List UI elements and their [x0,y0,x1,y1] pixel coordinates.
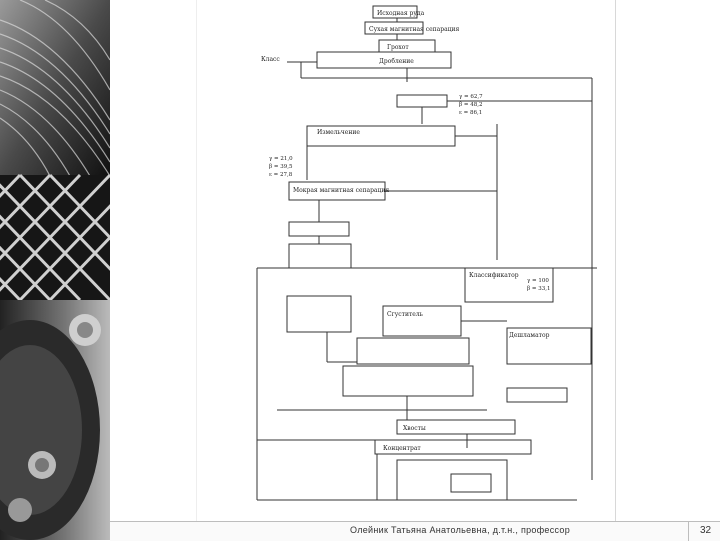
footer-divider [688,522,689,541]
node-desliming: Дешламатор [509,332,550,339]
node-product-fines: Класс [261,56,280,63]
metal-grille-photo-icon [0,0,110,540]
node-dry-sep: Сухая магнитная сепарация [369,26,460,33]
decorative-photo-strip [0,0,110,540]
mark: β = 33,1 [527,286,551,292]
node-wet-sep: Мокрая магнитная сепарация [293,187,389,194]
slide: Исходная руда Сухая магнитная сепарация … [110,0,720,541]
mark: γ = 62,7 [459,94,483,100]
node-tailings: Хвосты [403,425,426,432]
mark: ε = 86,1 [459,110,482,116]
mark: γ = 21,0 [269,156,293,162]
node-source-ore: Исходная руда [377,10,425,17]
node-crushing: Дробление [379,58,414,65]
node-concentrate: Концентрат [383,445,421,452]
node-screening: Грохот [387,44,409,51]
node-hydrocyclone: Классификатор [469,272,519,279]
scanned-flowsheet-image-icon: Исходная руда Сухая магнитная сепарация … [256,5,597,501]
page-number: 32 [700,525,712,536]
mark: β = 48,2 [459,102,483,108]
mark: ε = 27,8 [269,172,293,178]
author-credit: Олейник Татьяна Анатольевна, д.т.н., про… [350,525,571,535]
node-grinding: Измельчение [317,129,360,136]
node-thickening: Сгуститель [387,311,424,318]
slide-footer: Олейник Татьяна Анатольевна, д.т.н., про… [110,521,720,541]
mark: γ = 100 [527,278,549,284]
scanned-flowsheet: Исходная руда Сухая магнитная сепарация … [196,0,616,521]
mark: β = 39,5 [269,164,293,170]
